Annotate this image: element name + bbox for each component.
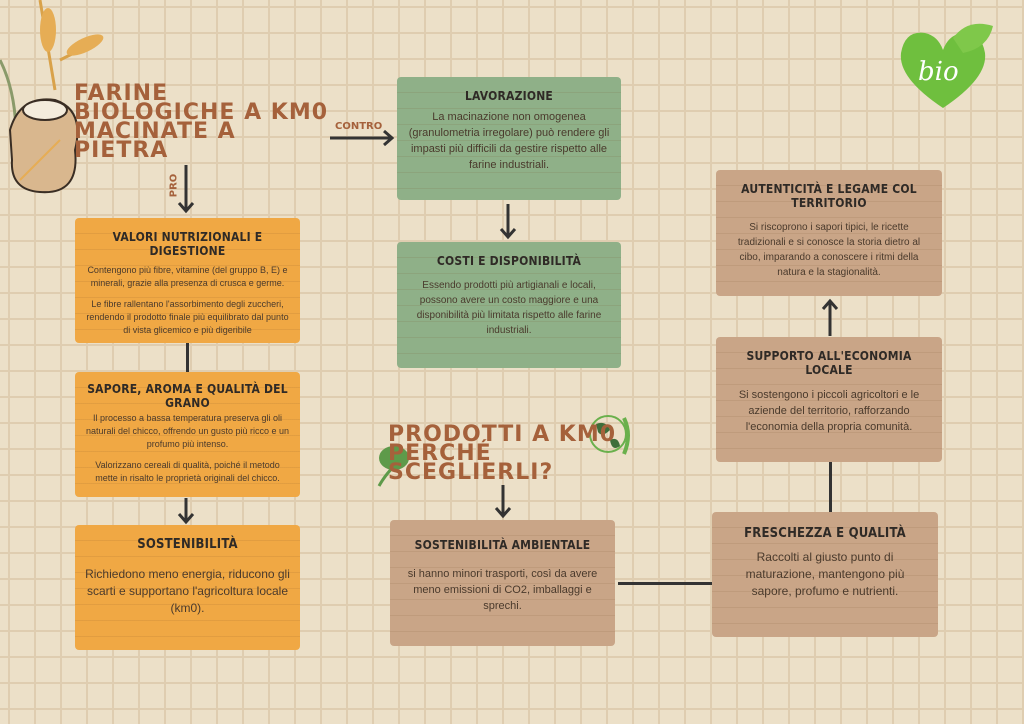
box-text: La macinazione non omogenea (granulometr… [408, 111, 610, 171]
title-line: PERCHÉ [388, 441, 492, 466]
box-title: Sapore, aroma e qualità del grano [87, 382, 288, 410]
box-text: Valorizzano cereali di qualità, poiché i… [95, 460, 280, 483]
box-title: Sostenibilità ambientale [414, 538, 591, 552]
arrow-down-icon [494, 485, 512, 519]
box-text: Si riscoprono i sapori tipici, le ricett… [737, 222, 921, 278]
title-line: PIETRA [74, 138, 169, 163]
box-supporto-economia: Supporto all'economia locale Si sostengo… [716, 337, 942, 462]
box-costi-disponibilita: Costi e disponibilità Essendo prodotti p… [397, 242, 621, 368]
box-title: Autenticità e legame col territorio [741, 182, 917, 210]
title-line: SCEGLIERLI? [388, 460, 554, 485]
bio-logo: bio [900, 23, 993, 108]
box-title: Supporto all'economia locale [746, 349, 912, 377]
connector-line [186, 343, 189, 372]
flour-sack-illustration [0, 0, 104, 194]
arrow-down-icon [177, 165, 195, 214]
box-title: Sostenibilità [137, 537, 238, 552]
box-title: Valori nutrizionali e digestione [112, 230, 263, 258]
contro-label: CONTRO [335, 121, 383, 132]
box-text: Essendo prodotti più artigianali e local… [416, 280, 602, 336]
box-sostenibilita: Sostenibilità Richiedono meno energia, r… [75, 525, 300, 650]
leaf-illustration [377, 446, 410, 487]
box-title: Freschezza e qualità [744, 526, 906, 541]
box-valori-nutrizionali: Valori nutrizionali e digestione Conteng… [75, 218, 300, 343]
box-autenticita: Autenticità e legame col territorio Si r… [716, 170, 942, 296]
box-text: Si sostengono i piccoli agricoltori e le… [738, 389, 920, 433]
title-line: FARINE [74, 81, 169, 106]
arrow-right-icon [330, 129, 395, 147]
title-line: MACINATE A [74, 119, 236, 144]
arrow-down-icon [499, 204, 517, 240]
globe-icon [589, 415, 630, 455]
arrow-down-icon [177, 498, 195, 525]
box-text: Il processo a bassa temperatura preserva… [86, 413, 289, 449]
main-title: FARINE BIOLOGICHE A KM0 MACINATE A PIETR… [74, 81, 329, 163]
box-title: Lavorazione [464, 89, 554, 103]
logo-text: bio [918, 57, 959, 87]
box-text: Le fibre rallentano l'assorbimento degli… [86, 299, 289, 335]
connector-line [829, 462, 832, 512]
box-title: Costi e disponibilità [436, 254, 582, 268]
title-line: PRODOTTI A KM0 [388, 422, 617, 447]
arrow-up-icon [821, 298, 839, 336]
title-line: BIOLOGICHE A KM0 [74, 100, 329, 125]
box-sostenibilita-ambientale: Sostenibilità ambientale si hanno minori… [390, 520, 615, 646]
box-text: Contengono più fibre, vitamine (del grup… [87, 265, 288, 288]
box-text: Raccolti al giusto punto di maturazione,… [745, 550, 905, 598]
box-sapore-aroma: Sapore, aroma e qualità del grano Il pro… [75, 372, 300, 497]
box-text: si hanno minori trasporti, così da avere… [407, 568, 598, 612]
box-text: Richiedono meno energia, riducono gli sc… [85, 567, 290, 615]
box-lavorazione: Lavorazione La macinazione non omogenea … [397, 77, 621, 200]
km0-title: PRODOTTI A KM0 PERCHÉ SCEGLIERLI? [388, 422, 617, 485]
connector-line [618, 582, 713, 585]
box-freschezza-qualita: Freschezza e qualità Raccolti al giusto … [712, 512, 938, 637]
